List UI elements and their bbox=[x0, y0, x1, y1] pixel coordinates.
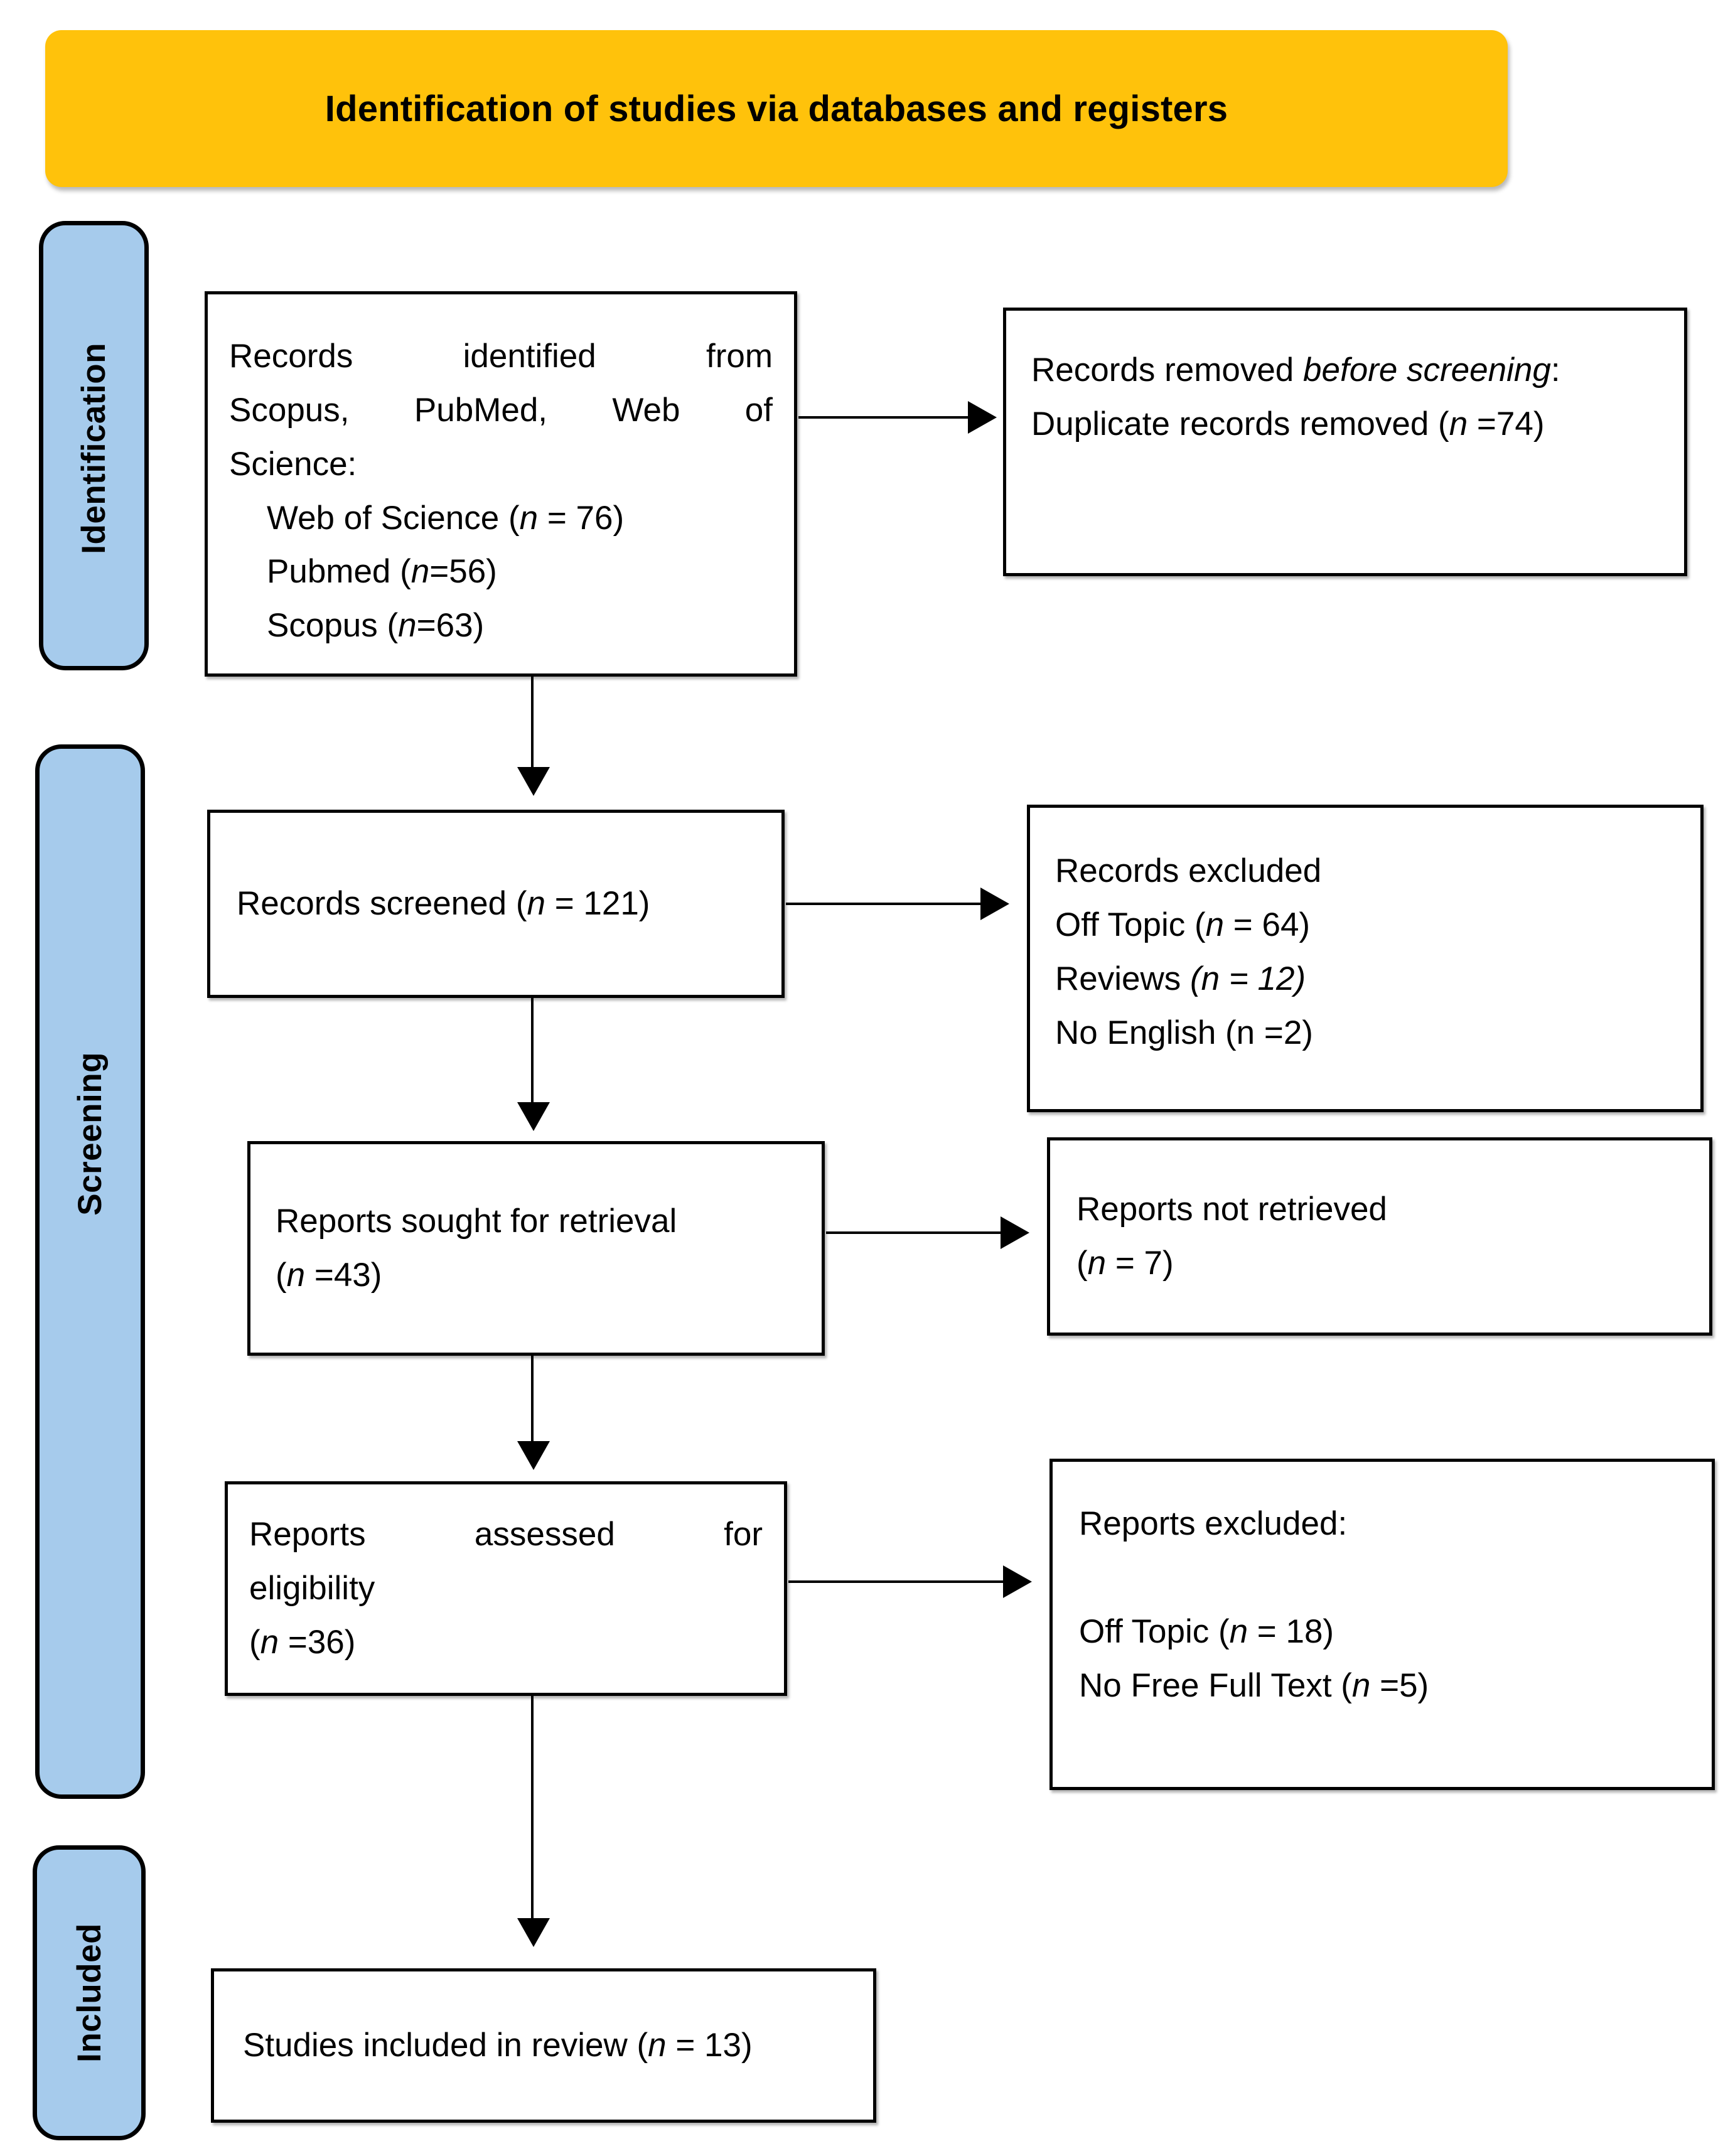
box-text-line: Duplicate records removed (n =74) bbox=[1031, 405, 1545, 442]
arrowhead-sought-to-assessed bbox=[517, 1441, 550, 1470]
box-text-line: Reviews (n = 12) bbox=[1055, 960, 1306, 997]
box-text-line: Reports not retrieved bbox=[1076, 1191, 1387, 1228]
box-text-line: No Free Full Text (n =5) bbox=[1079, 1666, 1429, 1704]
box-text-line bbox=[1079, 1551, 1690, 1605]
box-reports-sought: Reports sought for retrieval (n =43) bbox=[247, 1141, 825, 1356]
box-text-line: Reports assessed for bbox=[249, 1516, 763, 1553]
stage-included-label: Included bbox=[70, 1923, 108, 2062]
box-text-line: Off Topic (n = 64) bbox=[1055, 906, 1311, 943]
stage-identification-label: Identification bbox=[75, 342, 112, 554]
connector-screened-to-excluded bbox=[786, 903, 980, 905]
banner-title: Identification of studies via databases … bbox=[325, 88, 1228, 129]
box-records-removed: Records removed before screening: Duplica… bbox=[1003, 308, 1687, 576]
box-studies-included: Studies included in review (n = 13) bbox=[211, 1968, 876, 2123]
box-text-line: Records removed before screening: bbox=[1031, 351, 1560, 389]
connector-identified-to-removed bbox=[798, 416, 968, 419]
arrowhead-screened-to-excluded bbox=[980, 888, 1009, 920]
box-text-line: Records identified from bbox=[229, 338, 773, 375]
box-text-line: eligibility bbox=[249, 1570, 375, 1607]
box-text-line: (n = 7) bbox=[1076, 1245, 1174, 1282]
box-text-line: Web of Science (n = 76) bbox=[267, 499, 625, 537]
box-text-line: (n =36) bbox=[249, 1623, 356, 1661]
arrowhead-identified-to-screened bbox=[517, 767, 550, 796]
stage-identification: Identification bbox=[39, 221, 149, 670]
box-text-line: Reports sought for retrieval bbox=[276, 1203, 677, 1240]
arrowhead-screened-to-sought bbox=[517, 1102, 550, 1131]
box-records-screened-content: Records screened (n = 121) bbox=[210, 813, 781, 995]
connector-sought-to-assessed bbox=[531, 1356, 534, 1444]
connector-sought-to-not-retrieved bbox=[826, 1231, 1001, 1234]
arrowhead-assessed-to-included bbox=[517, 1918, 550, 1947]
header-banner: Identification of studies via databases … bbox=[45, 30, 1508, 187]
box-reports-sought-content: Reports sought for retrieval (n =43) bbox=[250, 1144, 822, 1353]
box-studies-included-content: Studies included in review (n = 13) bbox=[214, 1971, 873, 2120]
box-text-line: Reports excluded: bbox=[1079, 1505, 1348, 1542]
box-reports-not-retrieved-content: Reports not retrieved (n = 7) bbox=[1050, 1140, 1709, 1333]
stage-screening: Screening bbox=[35, 744, 145, 1799]
box-text-line: Science: bbox=[229, 445, 357, 483]
box-reports-excluded: Reports excluded: Off Topic (n = 18) No F… bbox=[1049, 1459, 1715, 1790]
box-text-line: Records screened (n = 121) bbox=[237, 885, 650, 923]
box-reports-assessed: Reports assessed for eligibility (n =36) bbox=[225, 1481, 787, 1696]
box-reports-not-retrieved: Reports not retrieved (n = 7) bbox=[1047, 1137, 1712, 1336]
arrowhead-assessed-to-excluded bbox=[1003, 1565, 1032, 1598]
box-reports-assessed-content: Reports assessed for eligibility (n =36) bbox=[228, 1484, 784, 1693]
connector-screened-to-sought bbox=[531, 998, 534, 1105]
box-text-line: Pubmed (n=56) bbox=[267, 553, 497, 591]
connector-assessed-to-included bbox=[531, 1696, 534, 1921]
box-reports-excluded-content: Reports excluded: Off Topic (n = 18) No F… bbox=[1053, 1462, 1712, 1822]
arrowhead-identified-to-removed bbox=[968, 401, 997, 434]
stage-screening-label: Screening bbox=[72, 1051, 109, 1216]
box-records-screened: Records screened (n = 121) bbox=[207, 810, 785, 998]
box-text-line: (n =43) bbox=[276, 1257, 382, 1294]
connector-identified-to-screened bbox=[531, 677, 534, 771]
arrowhead-sought-to-not-retrieved bbox=[1001, 1216, 1029, 1249]
box-text-line: Records excluded bbox=[1055, 852, 1322, 889]
box-text-line: Scopus, PubMed, Web of bbox=[229, 391, 773, 429]
connector-assessed-to-excluded bbox=[788, 1580, 1003, 1583]
box-text-line: Scopus (n=63) bbox=[267, 607, 485, 645]
stage-included: Included bbox=[33, 1845, 146, 2140]
box-text-line: Studies included in review (n = 13) bbox=[243, 2027, 753, 2064]
box-records-removed-content: Records removed before screening: Duplica… bbox=[1006, 311, 1684, 606]
box-text-line: No English (n =2) bbox=[1055, 1014, 1313, 1051]
box-text-line: Off Topic (n = 18) bbox=[1079, 1612, 1334, 1650]
